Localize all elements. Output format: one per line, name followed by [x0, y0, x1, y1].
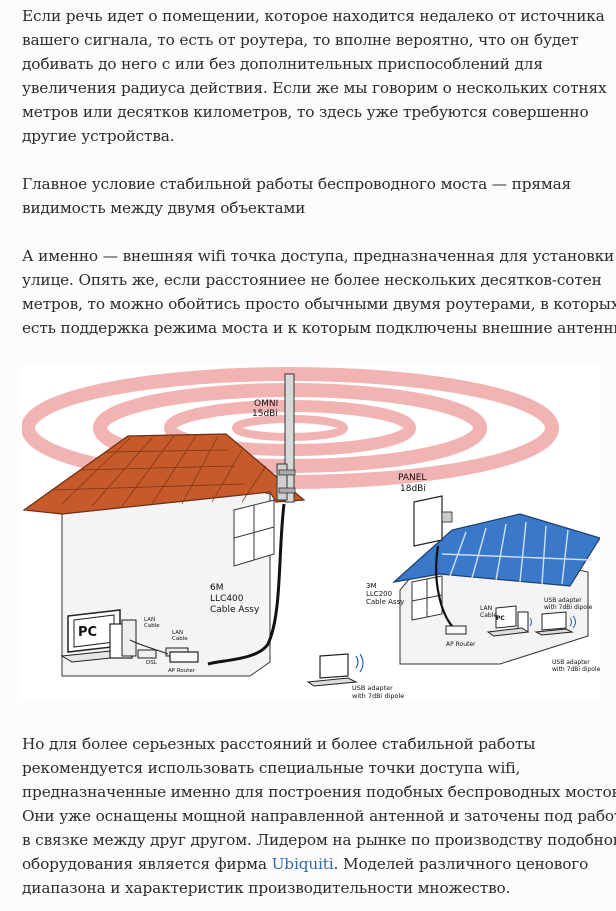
usb-adapter-right-bottom-2: with 7dBi dipole: [552, 666, 600, 673]
omni-label: OMNI: [254, 399, 278, 409]
cable-left-line-1: 6M: [210, 583, 224, 593]
cable-right-line-2: LLC200: [366, 590, 392, 598]
lan-cable-label-2b: Cable: [172, 636, 188, 642]
paragraph-main-condition: Главное условие стабильной работы беспро…: [22, 172, 602, 220]
link-line-after: . Моделей различного ценового: [333, 855, 589, 873]
text-line: предназначенные именно для построения по…: [22, 783, 616, 801]
text-line: вашего сигнала, то есть от роутера, то в…: [22, 31, 579, 49]
text-line: метров или десятков километров, то здесь…: [22, 103, 589, 121]
text-line: есть поддержка режима моста и к которым …: [22, 319, 616, 337]
text-line: Главное условие стабильной работы беспро…: [22, 175, 572, 193]
paragraph-ubiquiti: Но для более серьезных расстояний и боле…: [22, 732, 616, 900]
usb-adapter-right-top-1: USB adapter: [544, 597, 582, 604]
link-line-before: оборудования является фирма: [22, 855, 272, 873]
cable-right-line-1: 3M: [366, 582, 377, 590]
omni-antenna: [207, 373, 296, 666]
panel-label: PANEL: [398, 473, 426, 483]
text-line: метров, то можно обойтись просто обычным…: [22, 295, 616, 313]
panel-gain-label: 18dBi: [400, 484, 426, 494]
dsl-label: DSL: [146, 660, 158, 666]
left-house: [22, 433, 306, 677]
text-line: другие устройства.: [22, 127, 175, 145]
cable-right-line-3: Cable Assy: [366, 598, 404, 606]
pc-workstation: [60, 609, 199, 663]
lan-cable-label-1: LAN: [144, 617, 155, 623]
cable-left-line-2: LLC400: [210, 594, 244, 604]
center-laptop: [306, 653, 364, 687]
omni-gain-label: 15dBi: [252, 409, 278, 419]
paragraph-outdoor-ap: А именно — внешняя wifi точка доступа, п…: [22, 244, 616, 340]
usb-adapter-center-1: USB adapter: [352, 684, 393, 692]
lan-cable-right-1: LAN: [480, 605, 492, 612]
text-line: рекомендуется использовать специальные т…: [22, 759, 521, 777]
lan-cable-right-2: Cable: [480, 612, 497, 619]
panel-antenna: [413, 495, 453, 627]
ubiquiti-link[interactable]: Ubiquiti: [271, 855, 334, 873]
text-line: добивать до него с или без дополнительны…: [22, 55, 543, 73]
right-equipment: [445, 605, 576, 637]
lan-cable-label-1b: Cable: [144, 623, 160, 629]
wireless-bridge-diagram: OMNI 15dBi 6M LLC400 Cable Assy PC LAN C…: [22, 364, 600, 702]
pc-label-right: PC: [496, 615, 505, 622]
text-line: Они уже оснащены мощной направленной ант…: [22, 807, 616, 825]
text-line: увеличения радиуса действия. Если же мы …: [22, 79, 607, 97]
usb-adapter-center-2: with 7dBi dipole: [352, 692, 404, 700]
text-line: Если речь идет о помещении, которое нахо…: [22, 7, 605, 25]
text-line: диапазона и характеристик производительн…: [22, 879, 511, 897]
lan-cable-label-2: LAN: [172, 630, 183, 636]
ap-router-label-left: AP Router: [168, 668, 196, 674]
text-line: видимость между двумя объектами: [22, 199, 306, 217]
pc-label: PC: [78, 625, 97, 640]
paragraph-intro: Если речь идет о помещении, которое нахо…: [22, 4, 607, 148]
cable-left-line-3: Cable Assy: [210, 605, 260, 615]
text-line: Но для более серьезных расстояний и боле…: [22, 735, 536, 753]
usb-adapter-right-top-2: with 7dBi dipole: [544, 604, 593, 611]
ap-router-label-right: AP Router: [446, 641, 476, 648]
text-line-with-link: оборудования является фирма Ubiquiti. Мо…: [22, 852, 602, 876]
text-line: А именно — внешняя wifi точка доступа, п…: [22, 247, 616, 265]
text-line: в связке между друг другом. Лидером на р…: [22, 831, 616, 849]
usb-adapter-right-bottom-1: USB adapter: [552, 659, 590, 666]
text-line: улице. Опять же, если расстояниее не бол…: [22, 271, 602, 289]
